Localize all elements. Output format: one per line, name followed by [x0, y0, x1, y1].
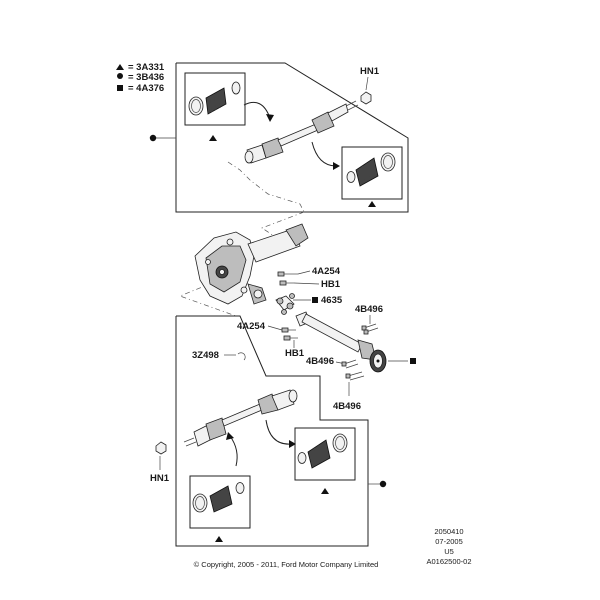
callout-4635-square-marker	[312, 297, 318, 303]
upper-cv-boot-right	[355, 157, 379, 187]
drawing-date: 07-2005	[435, 537, 463, 546]
driveshaft	[295, 311, 416, 373]
drawing-market-code: U5	[444, 547, 454, 556]
callout-4a254-bottom: 4A254	[237, 321, 266, 332]
driveshaft-bolts: 4B496 4B496 4B496	[306, 304, 383, 412]
legend-triangle-symbol	[116, 64, 124, 70]
upper-boot-kit-inset-right	[341, 146, 403, 200]
diagram-footer: 2050410 07-2005 U5 A0162500-02 © Copyrig…	[194, 527, 472, 569]
callout-hb1-top: HB1	[321, 279, 341, 290]
upper-boot-clamp-small	[231, 81, 241, 95]
copyright-notice: © Copyright, 2005 - 2011, Ford Motor Com…	[194, 560, 379, 569]
callout-4a254-top: 4A254	[312, 266, 341, 277]
drawing-reference: A0162500-02	[426, 557, 471, 566]
upper-boot-kit-inset	[184, 72, 246, 126]
carrier-output-flange	[253, 289, 263, 299]
universal-joint	[275, 293, 295, 315]
lower-halfshaft-panel: 3Z498 HN1	[150, 315, 387, 547]
callout-hn1-bottom: HN1	[150, 473, 170, 484]
fastener-cluster-top: 4A254 HB1 4635	[277, 266, 343, 306]
upper-halfshaft-panel: HN1	[149, 62, 409, 213]
upper-arrow-to-inset	[311, 141, 337, 167]
upper-hub-nut	[360, 91, 372, 105]
legend-circle-symbol	[117, 73, 123, 79]
lower-inset-left-triangle-marker	[215, 536, 223, 542]
legend: = 3A331 = 3B436 = 4A376	[116, 62, 165, 94]
lower-cv-boot-left	[209, 485, 233, 513]
legend-item-3b436: = 3B436	[128, 72, 164, 83]
lower-panel-frame	[175, 315, 369, 547]
differential-carrier	[194, 223, 309, 305]
driveshaft-square-marker	[410, 358, 416, 364]
legend-square-symbol	[117, 85, 123, 91]
upper-inset-right-triangle-marker	[368, 201, 376, 207]
lower-halfshaft	[183, 389, 298, 447]
lower-arrow-to-inset	[265, 419, 293, 445]
callout-hn1-top: HN1	[360, 66, 380, 77]
callout-3z498: 3Z498	[192, 350, 219, 361]
lower-inset-right-triangle-marker	[321, 488, 329, 494]
upper-arrow-to-shaft	[243, 101, 271, 119]
callout-4b496-bottom: 4B496	[333, 401, 361, 412]
callout-4b496-mid: 4B496	[306, 356, 334, 367]
upper-halfshaft	[244, 100, 359, 164]
upper-inset-triangle-marker	[209, 135, 217, 141]
lower-cv-boot-right	[307, 439, 331, 469]
lower-hub-nut	[155, 441, 167, 455]
upper-panel-circle-marker	[149, 134, 157, 142]
upper-panel-frame	[175, 62, 409, 213]
legend-item-3a331: = 3A331	[128, 62, 165, 73]
callout-hb1-bottom: HB1	[285, 348, 305, 359]
lower-boot-kit-inset-right	[294, 427, 356, 481]
legend-item-4a376: = 4A376	[128, 83, 164, 94]
callout-4b496-top: 4B496	[355, 304, 383, 315]
lower-boot-kit-inset-left	[189, 475, 251, 529]
lower-panel-circle-marker	[379, 480, 387, 488]
fastener-cluster-bottom: 4A254 HB1	[237, 321, 305, 359]
upper-cv-boot-left	[205, 87, 227, 115]
callout-4635: 4635	[321, 295, 343, 306]
lower-arrow-from-inset	[229, 435, 238, 467]
drawing-number: 2050410	[434, 527, 463, 536]
